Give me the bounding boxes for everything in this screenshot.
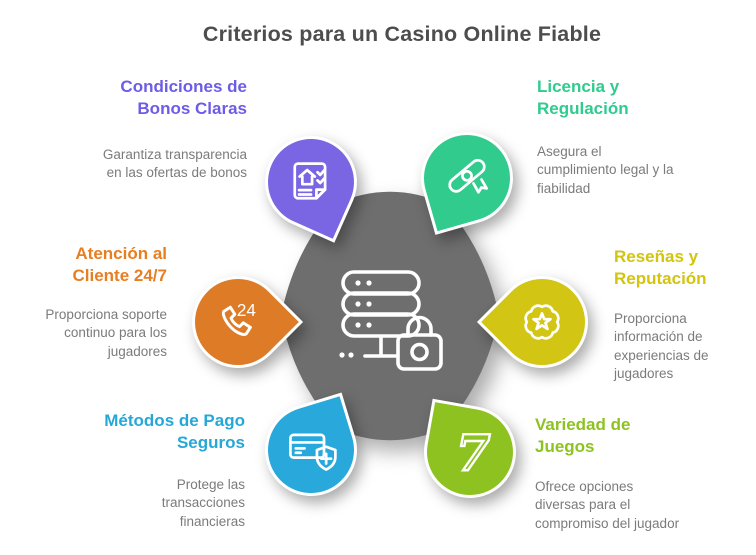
description-bonus-terms: Garantiza transparencia en las ofertas d… [102,147,247,181]
node-reviews-pin [476,256,608,388]
heading-payments: Métodos de Pago Seguros [104,411,245,452]
node-games: 7 [416,398,524,506]
support-phone-icon: 24 [221,300,257,336]
node-reviews [476,256,608,388]
description-support: Proporciona soporte continuo para los ju… [45,307,167,359]
license-diploma-icon [448,158,489,194]
heading-license: Licencia y Regulación [537,77,629,118]
support-24-label: 24 [237,300,257,320]
reputation-badge-star-icon [524,304,560,340]
description-license: Asegura el cumplimiento legal y la fiabi… [537,144,674,196]
node-bonus-terms-pin [250,121,372,243]
heading-bonus-terms: Condiciones de Bonos Claras [120,77,247,118]
slot-seven-icon: 7 [455,426,492,478]
node-support-pin: 24 [172,256,304,388]
secure-server-lock-icon [339,270,443,371]
node-games-pin: 7 [416,398,524,506]
description-payments: Protege las transacciones financieras [161,477,245,529]
node-bonus-terms [250,121,372,243]
node-license [410,121,524,235]
heading-support: Atención al Cliente 24/7 [72,244,168,285]
heading-reviews: Reseñas y Reputación [614,247,707,288]
node-support: 24 [172,256,304,388]
node-license-pin [410,121,524,235]
description-reviews: Proporciona información de experiencias … [614,311,709,382]
description-games: Ofrece opciones diversas para el comprom… [535,479,680,531]
node-payments-pin [253,392,369,508]
heading-games: Variedad de Juegos [535,415,631,456]
node-payments [253,392,369,508]
slot-seven-glyph: 7 [456,426,491,478]
page-title: Criterios para un Casino Online Fiable [202,22,602,46]
payment-card-shield-icon [289,433,337,471]
bonus-terms-document-icon [293,162,327,200]
